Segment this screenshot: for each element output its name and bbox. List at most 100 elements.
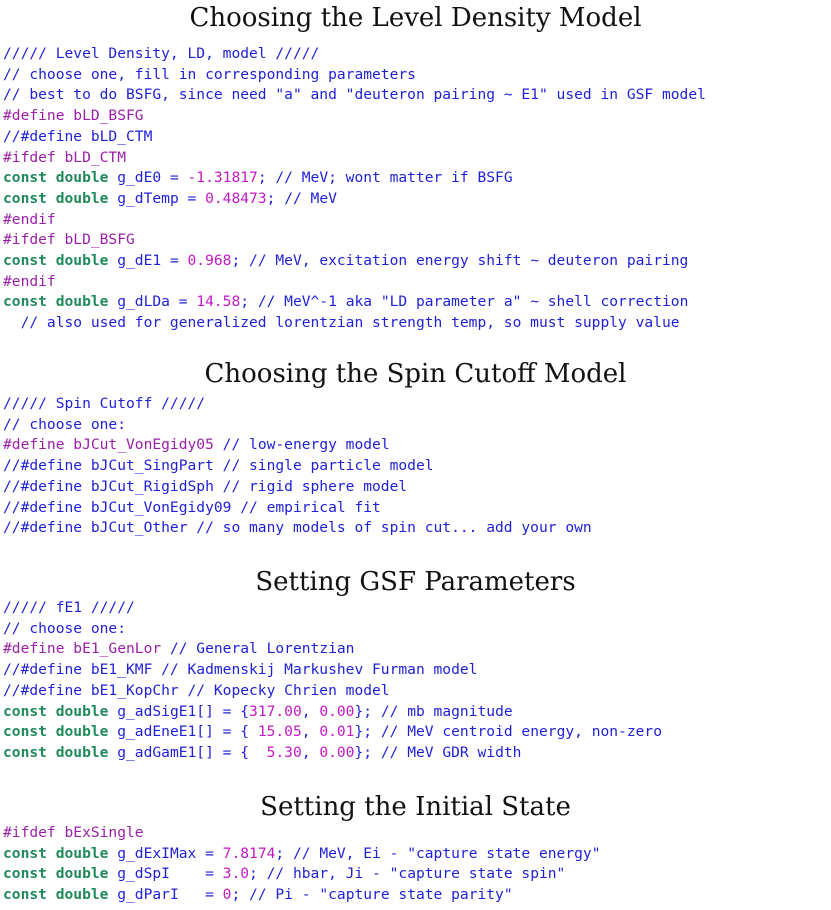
code-token: ,: [301, 723, 320, 741]
code-token: 0.00: [319, 702, 355, 720]
code-token: #endif: [3, 210, 56, 228]
code-line: #ifdef bLD_CTM: [3, 148, 831, 169]
section-level-density: Choosing the Level Density Model ///// L…: [0, 2, 831, 334]
code-token: // Pi - "capture state parity": [249, 886, 513, 904]
code-token: // best to do BSFG, since need "a" and "…: [3, 86, 706, 104]
code-token: #endif: [3, 272, 56, 290]
code-token: const double: [3, 252, 109, 270]
code-line: const double g_dSpI = 3.0; // hbar, Ji -…: [3, 864, 831, 885]
section-heading: Choosing the Level Density Model: [189, 3, 642, 33]
section-heading: Setting the Initial State: [260, 792, 571, 822]
section-heading: Setting GSF Parameters: [255, 567, 576, 597]
code-line: // also used for generalized lorentzian …: [3, 313, 831, 334]
code-token: //#define bJCut_RigidSph // rigid sphere…: [3, 477, 408, 495]
code-line: //#define bE1_KMF // Kadmenskij Markushe…: [3, 660, 831, 681]
code-line: const double g_dE1 = 0.968; // MeV, exci…: [3, 251, 831, 272]
code-line: ///// fE1 /////: [3, 598, 831, 619]
code-token: ;: [275, 844, 293, 862]
code-token: //#define bJCut_SingPart // single parti…: [3, 457, 434, 475]
code-token: g_adEneE1[] = {: [108, 723, 258, 741]
code-token: //#define bE1_KopChr // Kopecky Chrien m…: [3, 681, 390, 699]
code-line: //#define bJCut_RigidSph // rigid sphere…: [3, 477, 831, 498]
code-block: #ifdef bExSingle const double g_dExIMax =…: [0, 823, 831, 906]
code-token: #define bLD_BSFG: [3, 107, 144, 125]
code-line: #define bE1_GenLor // General Lorentzian: [3, 639, 831, 660]
code-line: // choose one:: [3, 619, 831, 640]
code-token: [161, 640, 170, 657]
code-token: // low-energy model: [222, 436, 390, 454]
code-token: const double: [3, 844, 109, 862]
code-token: 0: [222, 886, 232, 904]
code-token: ;: [249, 865, 267, 883]
code-token: 317.00: [249, 702, 302, 720]
code-token: g_dE1 =: [108, 252, 188, 270]
code-token: g_dExIMax =: [108, 844, 223, 862]
code-token: // MeV; wont matter if BSFG: [275, 169, 513, 187]
code-token: // MeV centroid energy, non-zero: [380, 723, 663, 741]
code-line: //#define bJCut_VonEgidy09 // empirical …: [3, 498, 831, 519]
code-line: //#define bE1_KopChr // Kopecky Chrien m…: [3, 681, 831, 702]
code-token: // choose one:: [3, 415, 127, 433]
code-token: const double: [3, 293, 109, 311]
code-line: const double g_adEneE1[] = { 15.05, 0.01…: [3, 722, 831, 743]
code-line: #endif: [3, 210, 831, 231]
code-token: 3.0: [222, 865, 250, 883]
code-token: // mb magnitude: [380, 702, 513, 720]
code-token: // also used for generalized lorentzian …: [3, 314, 680, 332]
code-token: -1.31817: [187, 169, 258, 187]
code-token: ///// Spin Cutoff /////: [3, 395, 206, 412]
code-token: 0.968: [187, 252, 232, 270]
code-token: ///// Level Density, LD, model /////: [3, 45, 320, 62]
code-token: //#define bE1_KMF // Kadmenskij Markushe…: [3, 661, 478, 679]
code-token: // General Lorentzian: [169, 640, 355, 658]
code-line: // choose one:: [3, 415, 831, 436]
code-token: #ifdef bExSingle: [3, 824, 144, 841]
code-token: // MeV^-1 aka "LD parameter a" ~ shell c…: [257, 293, 689, 311]
section-gsf-parameters: Setting GSF Parameters ///// fE1 ///////…: [0, 566, 831, 764]
code-token: g_dSpI =: [108, 865, 223, 883]
code-token: 0.00: [319, 743, 355, 761]
code-line: #define bLD_BSFG: [3, 106, 831, 127]
code-line: ///// Level Density, LD, model /////: [3, 44, 831, 65]
code-block: ///// Spin Cutoff ///// // choose one: #de…: [0, 394, 831, 539]
section-spin-cutoff: Choosing the Spin Cutoff Model ///// Spi…: [0, 358, 831, 539]
code-line: //#define bJCut_Other // so many models …: [3, 518, 831, 539]
code-line: const double g_dTemp = 0.48473; // MeV: [3, 189, 831, 210]
code-token: // choose one, fill in corresponding par…: [3, 65, 416, 83]
code-line: const double g_dExIMax = 7.8174; // MeV,…: [3, 844, 831, 865]
code-token: // MeV: [284, 189, 337, 207]
code-token: };: [354, 723, 381, 741]
code-token: ;: [266, 189, 285, 207]
code-line: // choose one, fill in corresponding par…: [3, 65, 831, 86]
code-token: [214, 436, 223, 453]
code-token: const double: [3, 169, 109, 187]
code-token: 0.48473: [205, 189, 267, 207]
code-token: ;: [240, 293, 258, 311]
code-line: #endif: [3, 272, 831, 293]
code-token: ,: [301, 743, 320, 761]
code-token: //#define bLD_CTM: [3, 127, 153, 145]
code-line: #define bJCut_VonEgidy05 // low-energy m…: [3, 435, 831, 456]
code-token: #ifdef bLD_BSFG: [3, 231, 135, 249]
code-token: //#define bJCut_Other // so many models …: [3, 519, 592, 537]
code-token: // MeV GDR width: [380, 743, 522, 761]
code-line: const double g_dE0 = -1.31817; // MeV; w…: [3, 168, 831, 189]
section-initial-state: Setting the Initial State #ifdef bExSing…: [0, 791, 831, 906]
code-block: ///// fE1 /////// choose one: #define bE1…: [0, 598, 831, 764]
code-token: const double: [3, 702, 109, 720]
code-token: ;: [231, 886, 250, 904]
code-line: //#define bLD_CTM: [3, 127, 831, 148]
code-token: 7.8174: [222, 844, 276, 862]
code-token: const double: [3, 865, 109, 883]
code-token: ,: [301, 702, 320, 720]
code-token: const double: [3, 886, 109, 904]
code-token: const double: [3, 723, 109, 741]
code-line: ///// Spin Cutoff /////: [3, 394, 831, 415]
code-token: 0.01: [319, 723, 355, 741]
code-token: g_dLDa =: [108, 293, 197, 311]
code-block: ///// Level Density, LD, model ///// // c…: [0, 44, 831, 334]
code-token: // choose one:: [3, 619, 127, 637]
code-line: const double g_dParI = 0; // Pi - "captu…: [3, 885, 831, 906]
code-token: const double: [3, 189, 109, 207]
code-token: g_adGamE1[] = {: [108, 743, 267, 761]
